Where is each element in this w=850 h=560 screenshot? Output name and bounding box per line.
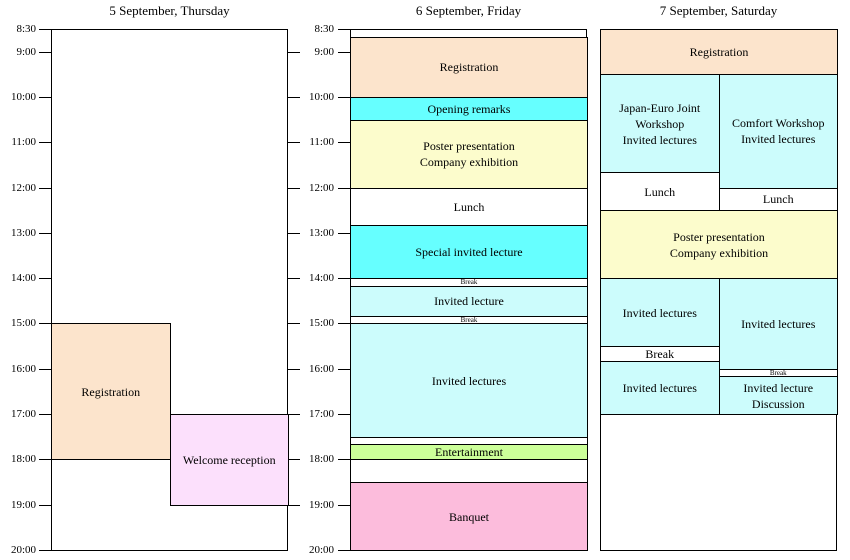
- time-tick: [338, 29, 350, 30]
- time-tick: [39, 51, 51, 53]
- schedule-block: Invited lectures: [600, 278, 720, 348]
- time-label: 19:00: [308, 498, 334, 511]
- time-tick: [338, 278, 350, 280]
- time-label: 16:00: [10, 362, 36, 375]
- time-tick: [338, 187, 350, 189]
- time-tick: [39, 414, 51, 416]
- time-tick: [288, 459, 300, 461]
- time-label: 17:00: [308, 408, 334, 421]
- time-label: 12:00: [10, 181, 36, 194]
- time-tick: [288, 278, 300, 280]
- time-tick: [338, 96, 350, 98]
- schedule-block: Comfort Workshop Invited lectures: [718, 74, 838, 189]
- schedule-block: Registration: [600, 29, 838, 76]
- time-tick: [39, 96, 51, 98]
- time-label: 18:00: [10, 453, 36, 466]
- time-tick: [338, 459, 350, 461]
- schedule-block: Registration: [51, 323, 171, 461]
- time-tick: [39, 504, 51, 506]
- time-label: 16:00: [308, 362, 334, 375]
- time-tick: [288, 368, 300, 370]
- time-label: 11:00: [11, 136, 36, 149]
- time-label: 12:00: [308, 181, 334, 194]
- time-label: 8:30: [16, 23, 36, 35]
- schedule-block: Banquet: [350, 482, 588, 551]
- schedule-block: [350, 459, 588, 484]
- time-tick: [39, 323, 51, 325]
- schedule-block: Invited lecture: [350, 285, 588, 317]
- time-label: 19:00: [10, 498, 36, 511]
- time-tick: [288, 414, 300, 416]
- schedule-block: Lunch: [718, 187, 838, 212]
- schedule-block: Lunch: [600, 172, 720, 212]
- time-label: 11:00: [309, 136, 334, 149]
- time-label: 9:00: [16, 45, 36, 58]
- schedule-block: Poster presentation Company exhibition: [350, 119, 588, 189]
- time-label: 20:00: [308, 544, 334, 556]
- time-label: 15:00: [10, 317, 36, 330]
- time-tick: [338, 414, 350, 416]
- schedule-block: Registration: [350, 36, 588, 98]
- time-tick: [338, 51, 350, 53]
- time-tick: [288, 323, 300, 325]
- schedule-block: Japan-Euro Joint Workshop Invited lectur…: [600, 74, 720, 174]
- schedule-block: Invited lecture Discussion: [718, 376, 838, 416]
- schedule-block: Welcome reception: [169, 414, 289, 506]
- time-tick: [338, 368, 350, 370]
- time-tick: [338, 504, 350, 506]
- time-label: 13:00: [308, 226, 334, 239]
- time-label: 15:00: [308, 317, 334, 330]
- time-tick: [39, 187, 51, 189]
- time-tick: [338, 323, 350, 325]
- schedule-block: Opening remarks: [350, 96, 588, 121]
- schedule-block: Invited lectures: [350, 323, 588, 438]
- time-label: 18:00: [308, 453, 334, 466]
- day-title: 6 September, Friday: [415, 3, 522, 18]
- time-tick: [39, 29, 51, 30]
- time-tick: [288, 96, 300, 98]
- time-tick: [338, 142, 350, 144]
- schedule-block: Special invited lecture: [350, 225, 588, 280]
- time-label: 14:00: [10, 272, 36, 285]
- schedule-block: Poster presentation Company exhibition: [600, 210, 838, 280]
- schedule-block: Entertainment: [350, 444, 588, 461]
- schedule-block: Invited lectures: [600, 361, 720, 416]
- time-tick: [39, 459, 51, 461]
- time-label: 10:00: [10, 90, 36, 103]
- time-label: 13:00: [10, 226, 36, 239]
- time-tick: [288, 51, 300, 53]
- time-label: 8:30: [314, 23, 334, 35]
- time-tick: [39, 232, 51, 234]
- time-tick: [39, 142, 51, 144]
- time-tick: [338, 232, 350, 234]
- schedule-block: Invited lectures: [718, 278, 838, 370]
- time-tick: [39, 368, 51, 370]
- time-tick: [39, 550, 51, 551]
- time-tick: [288, 142, 300, 144]
- time-tick: [288, 504, 300, 506]
- time-tick: [288, 187, 300, 189]
- schedule-block: Lunch: [350, 187, 588, 227]
- day-title: 5 September, Thursday: [109, 3, 230, 18]
- time-label: 10:00: [308, 90, 334, 103]
- time-tick: [338, 550, 350, 551]
- time-label: 17:00: [10, 408, 36, 421]
- time-tick: [39, 278, 51, 280]
- day-title: 7 September, Saturday: [659, 3, 778, 18]
- time-label: 9:00: [314, 45, 334, 58]
- time-tick: [288, 232, 300, 234]
- time-label: 14:00: [308, 272, 334, 285]
- schedule-block: Break: [600, 346, 720, 363]
- time-label: 20:00: [10, 544, 36, 556]
